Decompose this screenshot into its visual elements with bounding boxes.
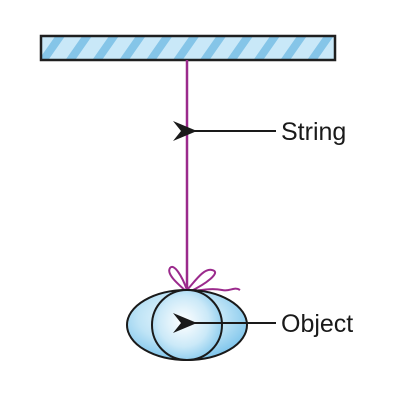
ceiling-support xyxy=(39,34,337,62)
string-label: String xyxy=(281,118,346,146)
hanging-object xyxy=(126,289,248,361)
object-label: Object xyxy=(281,310,353,338)
